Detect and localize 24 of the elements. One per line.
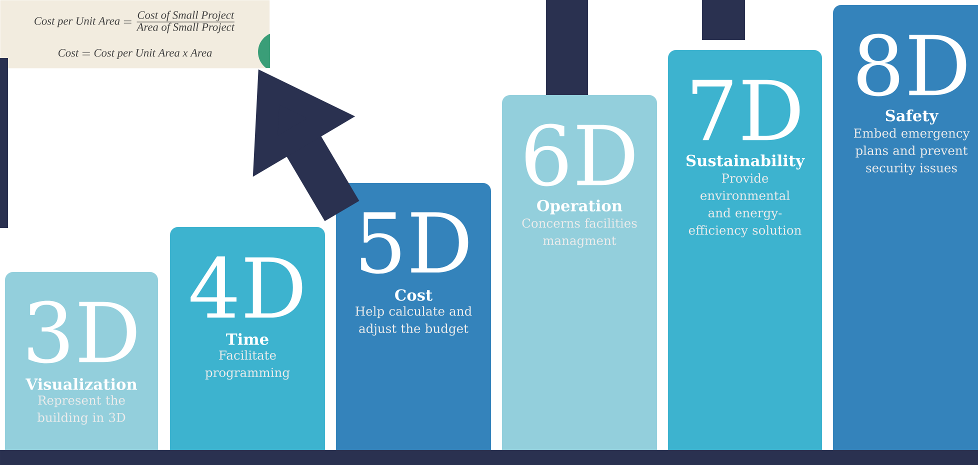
base-band: [0, 450, 978, 465]
description: Represent the building in 3D: [37, 395, 126, 425]
dimension-label: 5D: [361, 212, 468, 274]
description: Embed emergency plans and prevent security issues: [854, 128, 970, 175]
dimension-label: 8D: [858, 34, 966, 96]
heading: Time: [226, 333, 268, 345]
dimension-label: 7D: [692, 80, 800, 140]
heading: Sustainability: [686, 154, 805, 170]
heading: Visualization: [26, 378, 138, 390]
heading: Safety: [886, 109, 939, 125]
dimension-label: 4D: [190, 256, 302, 318]
post: [546, 0, 588, 95]
description: Concerns facilities managment: [522, 218, 637, 248]
dimension-label: 6D: [526, 124, 634, 186]
description: Provide environmental and energy-efficiency solution: [688, 173, 802, 238]
post: [0, 58, 8, 228]
formula: $\textit{Cost} = \textit{Cost per Unit Area x Area}$: [58, 49, 212, 59]
dimension-label: 3D: [28, 300, 136, 364]
heading: Operation: [537, 200, 622, 214]
formula: $\textit{Cost per Unit Area} = \frac{\textit{Cost of Small Project}}{\textit{Area of Small Project}}$: [34, 10, 235, 34]
heading: Cost: [395, 289, 432, 301]
description: Facilitate programming: [205, 350, 290, 380]
description: Help calculate and adjust the budget: [356, 306, 472, 336]
post: [702, 0, 745, 40]
